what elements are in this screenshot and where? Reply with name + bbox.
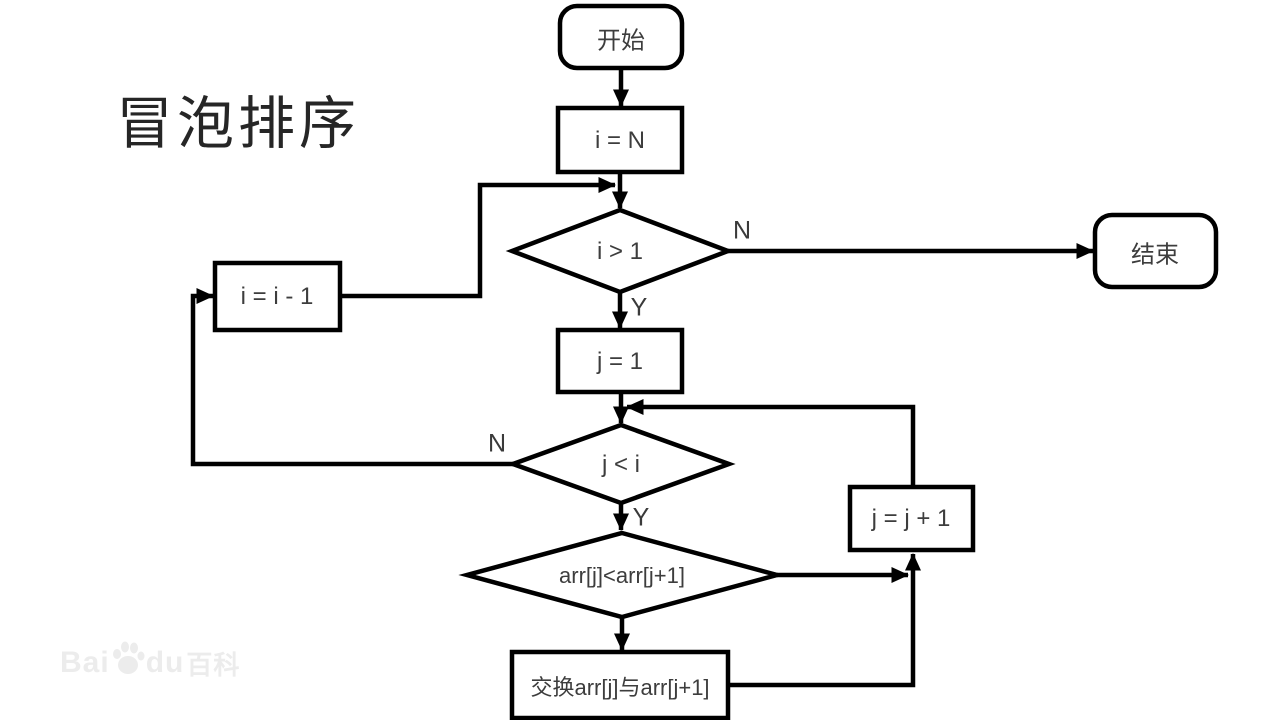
cond-j-yes-label: Y — [632, 503, 650, 532]
page-title: 冒泡排序 — [116, 92, 360, 156]
cond-i-node-label: i > 1 — [596, 238, 644, 265]
edge-dec-i-to-cond-i — [340, 177, 616, 299]
start-node — [557, 3, 685, 71]
cond-swap-node-label: arr[j]<arr[j+1] — [559, 563, 685, 588]
dec-i-node-label: i = i - 1 — [240, 283, 314, 310]
swap-node-label: 交换arr[j]与arr[j+1] — [530, 675, 710, 700]
finish-node-label: 结束 — [1131, 241, 1179, 269]
cond-j-node — [506, 422, 736, 506]
start-node-label: 开始 — [597, 27, 645, 55]
cond-i-no-label: N — [732, 216, 752, 245]
inc-j-node-label: j = j + 1 — [871, 505, 951, 532]
cond-i-yes-label: Y — [630, 293, 648, 322]
finish-node — [1092, 212, 1219, 290]
cond-j-node-label: j < i — [601, 451, 641, 478]
dec-i-node — [212, 260, 343, 333]
init-j-node — [555, 327, 685, 395]
watermark-text-bai: Bai — [60, 646, 110, 679]
baidu-watermark: Bai du 百科 — [60, 640, 240, 678]
watermark-text-baike: 百科 — [186, 650, 241, 680]
swap-node — [509, 649, 731, 720]
inc-j-node — [847, 484, 976, 553]
init-i-node — [555, 105, 685, 175]
cond-j-no-label: N — [487, 429, 507, 458]
watermark-text-du: du — [145, 646, 185, 679]
edge-cond-j-no-to-dec-i — [190, 288, 513, 467]
init-i-node-label: i = N — [594, 127, 646, 154]
baidu-paw-icon — [112, 641, 145, 674]
cond-i-node — [505, 207, 735, 295]
edge-swap-to-inc-j — [728, 553, 921, 688]
init-j-node-label: j = 1 — [596, 348, 644, 375]
edge-inc-j-to-cond-j — [626, 399, 916, 487]
cond-swap-node — [458, 530, 786, 620]
